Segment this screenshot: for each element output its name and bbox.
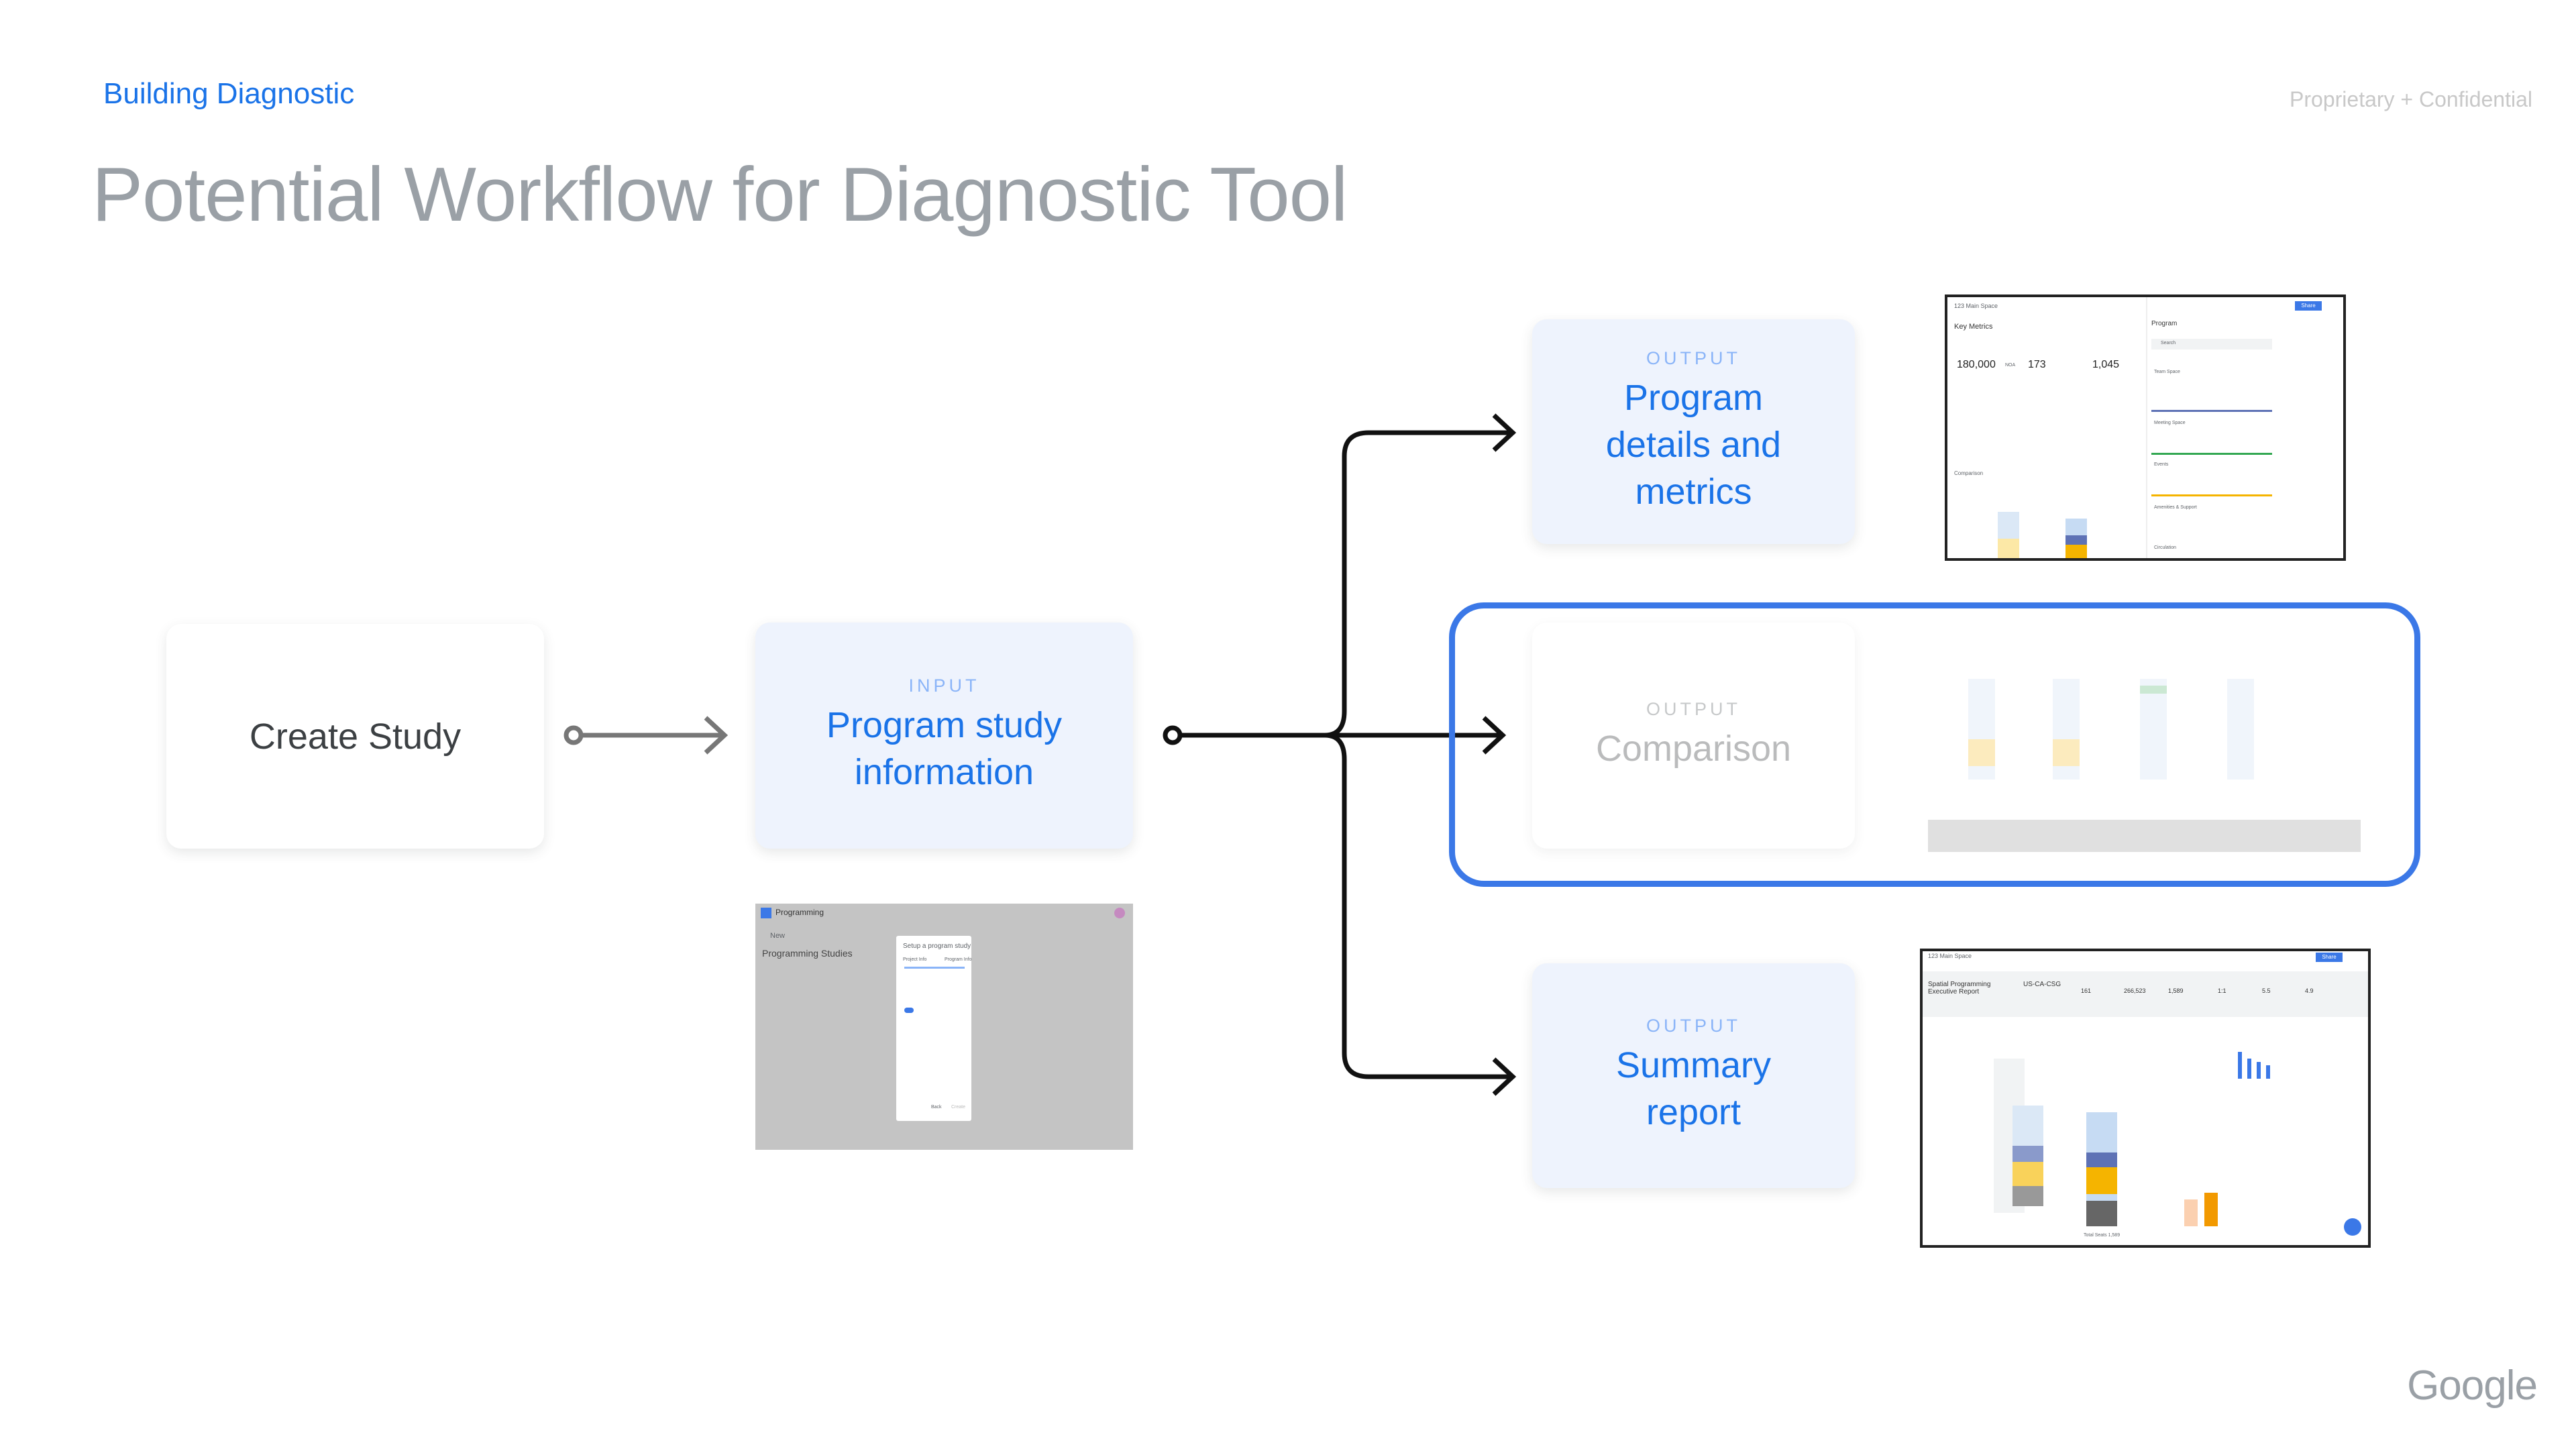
category-meeting-space: Meeting Space xyxy=(2154,421,2186,425)
new-button: New xyxy=(770,932,786,940)
space-name: 123 Main Space xyxy=(1928,953,1972,959)
avatar xyxy=(1114,908,1125,918)
step-2: Program Info xyxy=(945,957,972,962)
key-metrics-heading: Key Metrics xyxy=(1954,323,1993,331)
summary-label: Summary report xyxy=(1615,1045,1772,1132)
google-logo: Google xyxy=(2407,1362,2538,1409)
create-study-node: Create Study xyxy=(166,624,544,849)
category-circulation: Circulation xyxy=(2154,545,2177,550)
program-panel-title: Program xyxy=(2151,320,2178,327)
comparison-label: Comparison xyxy=(1595,729,1792,769)
arrow-to-program xyxy=(1324,430,1513,738)
dialog-title: Setup a program study xyxy=(903,943,971,950)
comparison-heading: Comparison xyxy=(1954,470,1984,476)
section-kicker: Building Diagnostic xyxy=(103,77,355,110)
program-tag: OUTPUT xyxy=(1646,348,1741,368)
arrow-create-to-input xyxy=(564,716,729,755)
category-team-space: Team Space xyxy=(2154,370,2180,374)
create-study-label: Create Study xyxy=(249,716,462,757)
metric-ratio: 4.9 xyxy=(2305,987,2314,994)
area-unit: NOA xyxy=(2005,363,2016,368)
metric-area: 266,523 xyxy=(2124,987,2146,994)
metric-sharing: 1:1 xyxy=(2218,987,2226,994)
list-heading: Programming Studies xyxy=(762,948,853,959)
summary-node: OUTPUT Summary report xyxy=(1532,963,1855,1188)
report-title: Spatial Programming Executive Report xyxy=(1928,981,1991,996)
branch-arrows xyxy=(1163,413,1517,1096)
setup-dialog xyxy=(896,936,971,1121)
input-node: INPUT Program study information xyxy=(755,623,1133,849)
input-screenshot: Programming New Programming Studies Setu… xyxy=(755,904,1133,1150)
comparison-tag: OUTPUT xyxy=(1646,699,1741,719)
capacity-value: 1,045 xyxy=(2092,359,2120,370)
category-events: Events xyxy=(2154,462,2169,467)
metric-seats: 1,589 xyxy=(2168,987,2184,994)
program-node: OUTPUT Program details and metrics xyxy=(1532,319,1855,544)
program-label: Program details and metrics xyxy=(1605,378,1782,512)
search-input: Search xyxy=(2161,341,2176,345)
area-value: 180,000 xyxy=(1957,359,1996,370)
share-button: Share xyxy=(2295,301,2322,311)
slide-title: Potential Workflow for Diagnostic Tool xyxy=(92,152,1348,237)
metric-meeting: 5.5 xyxy=(2262,987,2271,994)
summary-tag: OUTPUT xyxy=(1646,1016,1741,1036)
metric-density: 161 xyxy=(2081,987,2092,994)
category-amenities: Amenities & Support xyxy=(2154,505,2197,510)
program-screenshot: 123 Main Space Share Key Metrics 180,000… xyxy=(1945,294,2346,561)
app-name: Programming xyxy=(775,908,824,917)
space-name: 123 Main Space xyxy=(1954,303,1998,309)
share-button: Share xyxy=(2316,953,2343,962)
confidential-label: Proprietary + Confidential xyxy=(2290,87,2532,111)
back-button: Back xyxy=(931,1105,942,1110)
create-button: Create xyxy=(951,1105,966,1110)
step-1: Project Info xyxy=(903,957,927,962)
arrow-to-summary xyxy=(1324,733,1513,1079)
density-value: 173 xyxy=(2028,359,2046,370)
comparison-node: OUTPUT Comparison xyxy=(1532,623,1855,849)
summary-screenshot: 123 Main Space Share Spatial Programming… xyxy=(1920,949,2371,1248)
comparison-highlight xyxy=(1449,602,2420,887)
toggle xyxy=(904,1008,914,1013)
download-fab xyxy=(2344,1218,2361,1236)
input-tag: INPUT xyxy=(908,676,980,696)
site-code: US-CA-CSG xyxy=(2023,981,2061,988)
input-label: Program study information xyxy=(826,705,1063,792)
total-seats: Total Seats 1,589 xyxy=(2084,1233,2121,1238)
comparison-screenshot xyxy=(1928,619,2361,852)
